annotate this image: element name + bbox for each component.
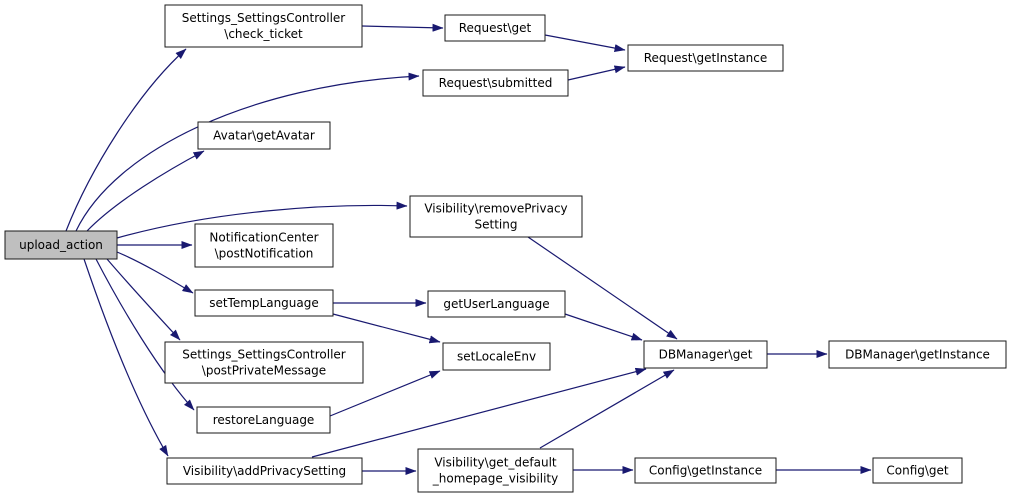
edge-restorelanguage-to-setlocaleenv bbox=[329, 370, 441, 417]
edge-getuserlanguage-to-dbmanager_get bbox=[564, 313, 643, 341]
node-request_get[interactable]: Request\get bbox=[444, 14, 546, 42]
node-box-dbmanager_get[interactable] bbox=[643, 340, 768, 369]
edge-visibility_get_default_homepage_visibility-to-dbmanager_get bbox=[539, 369, 675, 449]
node-label-request_submitted: Request\submitted bbox=[439, 76, 553, 90]
node-box-request_getinstance[interactable] bbox=[627, 44, 784, 72]
node-label-avatar_getavatar: Avatar\getAvatar bbox=[213, 129, 315, 143]
node-request_submitted[interactable]: Request\submitted bbox=[422, 69, 569, 97]
edge-upload_action-to-avatar_getavatar bbox=[86, 150, 205, 232]
node-label-config_getinstance: Config\getInstance bbox=[649, 464, 762, 478]
edge-upload_action-to-restorelanguage bbox=[95, 258, 195, 411]
node-label-request_get: Request\get bbox=[459, 21, 532, 35]
nodes-layer: upload_actionSettings_SettingsController… bbox=[4, 4, 1007, 493]
edge-upload_action-to-visibility_removeprivacysetting bbox=[116, 201, 408, 239]
node-box-restorelanguage[interactable] bbox=[196, 406, 331, 434]
node-config_get[interactable]: Config\get bbox=[872, 457, 963, 484]
edge-settemplanguage-to-setlocaleenv bbox=[332, 313, 441, 344]
node-visibility_addprivacysetting[interactable]: Visibility\addPrivacySetting bbox=[166, 457, 363, 485]
node-label-visibility_addprivacysetting: Visibility\addPrivacySetting bbox=[183, 464, 346, 478]
node-label-request_getinstance: Request\getInstance bbox=[644, 51, 768, 65]
node-box-upload_action[interactable] bbox=[4, 230, 118, 260]
node-box-request_submitted[interactable] bbox=[422, 69, 569, 97]
node-box-notificationcenter_postnotification[interactable] bbox=[194, 223, 334, 268]
node-label-settings_check_ticket-line1: Settings_SettingsController bbox=[182, 11, 346, 25]
edges-layer bbox=[65, 23, 872, 475]
node-visibility_get_default_homepage_visibility[interactable]: Visibility\get_default _homepage_visibili… bbox=[417, 448, 574, 493]
edge-upload_action-to-settings_check_ticket bbox=[65, 48, 187, 232]
edge-visibility_addprivacysetting-to-dbmanager_get bbox=[311, 367, 647, 458]
node-box-config_get[interactable] bbox=[872, 457, 963, 484]
node-box-visibility_addprivacysetting[interactable] bbox=[166, 457, 363, 485]
node-box-settemplanguage[interactable] bbox=[194, 289, 334, 317]
node-box-dbmanager_getinstance[interactable] bbox=[828, 340, 1007, 369]
edge-upload_action-to-request_submitted bbox=[75, 72, 420, 232]
node-box-setlocaleenv[interactable] bbox=[442, 342, 551, 371]
edge-request_submitted-to-request_getinstance bbox=[567, 65, 626, 81]
node-label-dbmanager_get: DBManager\get bbox=[659, 348, 753, 362]
node-label-restorelanguage: restoreLanguage bbox=[213, 413, 315, 427]
node-label-upload_action: upload_action bbox=[19, 238, 103, 252]
node-label-visibility_get_default_homepage_visibility-line2: _homepage_visibility bbox=[432, 472, 558, 486]
node-label-notificationcenter_postnotification-line1: NotificationCenter bbox=[209, 231, 318, 245]
edge-visibility_removeprivacysetting-to-dbmanager_get bbox=[527, 236, 678, 340]
edge-upload_action-to-settings_postprivatemessage bbox=[106, 258, 181, 341]
node-label-settings_check_ticket-line2: \check_ticket bbox=[224, 27, 303, 41]
node-config_getinstance[interactable]: Config\getInstance bbox=[634, 457, 777, 484]
node-settemplanguage[interactable]: setTempLanguage bbox=[194, 289, 334, 317]
node-setlocaleenv[interactable]: setLocaleEnv bbox=[442, 342, 551, 371]
edge-request_get-to-request_getinstance bbox=[544, 34, 626, 52]
node-dbmanager_getinstance[interactable]: DBManager\getInstance bbox=[828, 340, 1007, 369]
node-box-avatar_getavatar[interactable] bbox=[197, 121, 331, 150]
node-box-request_get[interactable] bbox=[444, 14, 546, 42]
node-avatar_getavatar[interactable]: Avatar\getAvatar bbox=[197, 121, 331, 150]
edge-upload_action-to-settemplanguage bbox=[116, 251, 194, 294]
node-label-config_get: Config\get bbox=[886, 464, 949, 478]
edge-upload_action-to-visibility_addprivacysetting bbox=[83, 258, 169, 457]
node-upload_action[interactable]: upload_action bbox=[4, 230, 118, 260]
node-label-setlocaleenv: setLocaleEnv bbox=[457, 350, 536, 364]
node-label-settings_postprivatemessage-line1: Settings_SettingsController bbox=[182, 348, 346, 362]
node-label-visibility_removeprivacysetting-line1: Visibility\removePrivacy bbox=[424, 202, 567, 216]
node-box-config_getinstance[interactable] bbox=[634, 457, 777, 484]
node-label-settings_postprivatemessage-line2: \postPrivateMessage bbox=[202, 364, 326, 378]
node-label-notificationcenter_postnotification-line2: \postNotification bbox=[215, 247, 314, 261]
node-dbmanager_get[interactable]: DBManager\get bbox=[643, 340, 768, 369]
node-settings_postprivatemessage[interactable]: Settings_SettingsController \postPrivateM… bbox=[164, 341, 364, 384]
node-notificationcenter_postnotification[interactable]: NotificationCenter \postNotification bbox=[194, 223, 334, 268]
node-box-visibility_removeprivacysetting[interactable] bbox=[409, 195, 583, 238]
node-box-visibility_get_default_homepage_visibility[interactable] bbox=[417, 448, 574, 493]
node-label-dbmanager_getinstance: DBManager\getInstance bbox=[845, 348, 990, 362]
node-getuserlanguage[interactable]: getUserLanguage bbox=[427, 290, 566, 318]
node-restorelanguage[interactable]: restoreLanguage bbox=[196, 406, 331, 434]
edge-settings_check_ticket-to-request_get bbox=[361, 23, 444, 32]
node-label-settemplanguage: setTempLanguage bbox=[209, 296, 319, 310]
node-box-settings_check_ticket[interactable] bbox=[164, 4, 363, 48]
node-request_getinstance[interactable]: Request\getInstance bbox=[627, 44, 784, 72]
node-label-visibility_removeprivacysetting-line2: Setting bbox=[475, 218, 518, 232]
node-box-settings_postprivatemessage[interactable] bbox=[164, 341, 364, 384]
node-label-getuserlanguage: getUserLanguage bbox=[443, 297, 549, 311]
node-box-getuserlanguage[interactable] bbox=[427, 290, 566, 318]
node-settings_check_ticket[interactable]: Settings_SettingsController \check_ticket bbox=[164, 4, 363, 48]
node-label-visibility_get_default_homepage_visibility-line1: Visibility\get_default bbox=[434, 456, 557, 470]
